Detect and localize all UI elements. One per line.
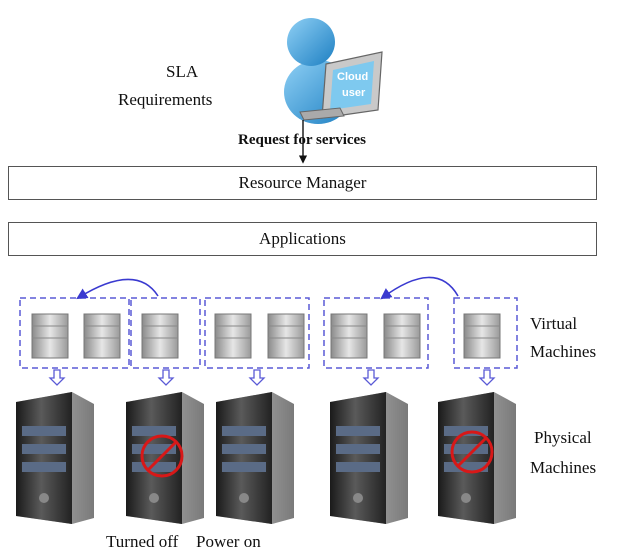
migration-arrow-2	[380, 276, 459, 300]
virtual-machines-label-line1: Virtual	[530, 314, 578, 333]
pm-4-icon	[330, 392, 408, 524]
pm-1-icon	[16, 392, 94, 524]
migration-arrow-1	[76, 278, 159, 300]
virtual-machines-label-line2: Machines	[530, 342, 597, 361]
pm-2-icon	[126, 392, 204, 524]
vm-5	[267, 313, 305, 359]
vm-3	[141, 313, 179, 359]
pm-5-icon	[438, 392, 516, 524]
sla-label-line2: Requirements	[118, 90, 213, 109]
down-arrows	[48, 369, 496, 386]
vm-7	[383, 313, 421, 359]
vm-8	[463, 313, 501, 359]
forbidden-icon-1	[140, 434, 184, 478]
forbidden-icon-2	[450, 430, 494, 474]
vm-6	[330, 313, 368, 359]
turned-off-label: Turned off	[106, 532, 179, 551]
requirements-label: Requirements	[118, 90, 212, 110]
sla-label: SLA	[166, 62, 198, 82]
physical-machines	[16, 392, 516, 524]
vm-icons	[31, 313, 501, 359]
applications-label: Applications	[259, 229, 346, 248]
request-label: Request for services	[238, 132, 367, 148]
physical-machines-label-line2: Machines	[530, 458, 597, 477]
resource-manager-box: Resource Manager	[8, 166, 597, 200]
vm-groups	[19, 297, 518, 369]
physical-machines-label-line1: Physical	[534, 428, 592, 447]
vm-2	[83, 313, 121, 359]
power-on-label: Power on	[196, 532, 261, 551]
pm-3-icon	[216, 392, 294, 524]
resource-manager-label: Resource Manager	[238, 173, 367, 192]
laptop-label-1: Cloud	[337, 71, 368, 83]
vm-4	[214, 313, 252, 359]
vm-1	[31, 313, 69, 359]
cloud-user-icon: Cloud user	[284, 18, 383, 124]
laptop-label-2: user	[342, 87, 366, 99]
applications-box: Applications	[8, 222, 597, 256]
sla-label-line1: SLA	[166, 62, 199, 81]
